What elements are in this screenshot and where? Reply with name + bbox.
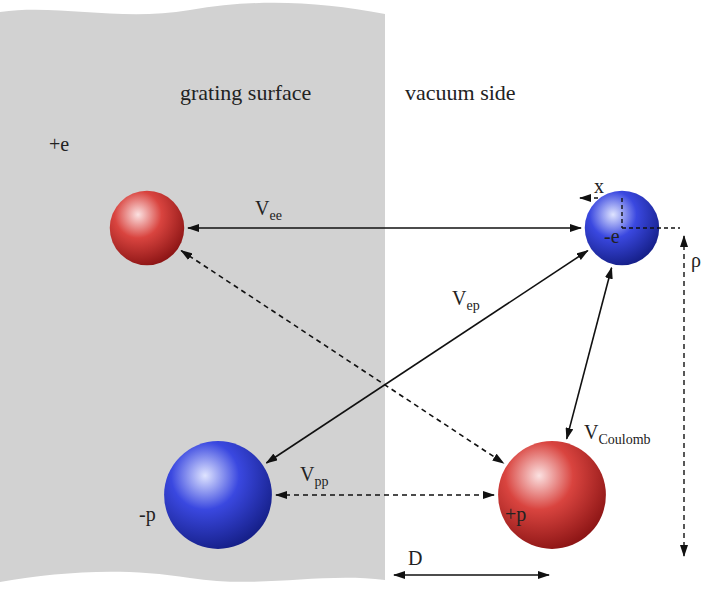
sphere-body <box>585 191 659 265</box>
label-holder: grating surface <box>180 80 311 106</box>
sphere-shape <box>497 440 607 550</box>
sphere-shape <box>109 190 185 266</box>
charge-label: -p <box>139 502 156 526</box>
dimension-label: x <box>594 174 604 198</box>
subscript: ep <box>466 298 479 313</box>
region-label: grating surface <box>180 80 311 106</box>
rho-arrow <box>683 236 684 556</box>
label-holder: Vep <box>452 286 480 310</box>
interaction-arrow <box>181 251 503 464</box>
guide-line <box>621 198 622 228</box>
dimension-label: ρ <box>691 248 701 272</box>
label-holder: vacuum side <box>405 80 516 106</box>
particle-sphere: +e <box>109 190 185 266</box>
sphere-shape <box>584 190 660 266</box>
sphere-body <box>164 441 272 549</box>
label-holder: Vpp <box>300 462 328 486</box>
potential-label: VCoulomb <box>584 420 651 444</box>
potential-label: Vee <box>255 196 282 220</box>
potential-label: Vpp <box>300 462 328 486</box>
label-holder: ρ <box>691 248 701 272</box>
sphere-body <box>498 441 606 549</box>
label-holder: Vee <box>255 196 282 220</box>
grating-region <box>0 3 385 582</box>
charge-label: +p <box>505 502 526 526</box>
region-label: vacuum side <box>405 80 516 106</box>
distance-arrow <box>394 574 549 576</box>
interaction-arrow <box>266 251 587 463</box>
particle-sphere: -e <box>584 190 660 266</box>
charge-label: -e <box>604 224 620 248</box>
interaction-arrow <box>567 268 612 439</box>
label-holder: VCoulomb <box>584 420 651 444</box>
dimension-label: D <box>408 546 422 570</box>
sphere-shape <box>163 440 273 550</box>
subscript: ee <box>269 208 281 223</box>
particle-sphere: +p <box>497 440 607 550</box>
particle-sphere: -p <box>163 440 273 550</box>
potential-label: Vep <box>452 286 480 310</box>
sphere-body <box>110 191 184 265</box>
label-holder: D <box>408 546 422 570</box>
charge-label: +e <box>49 132 69 156</box>
subscript: pp <box>314 474 328 489</box>
label-holder: x <box>594 174 604 198</box>
subscript: Coulomb <box>598 432 650 447</box>
interaction-arrow <box>276 494 494 496</box>
guide-line <box>622 227 680 228</box>
interaction-arrow <box>188 227 581 229</box>
